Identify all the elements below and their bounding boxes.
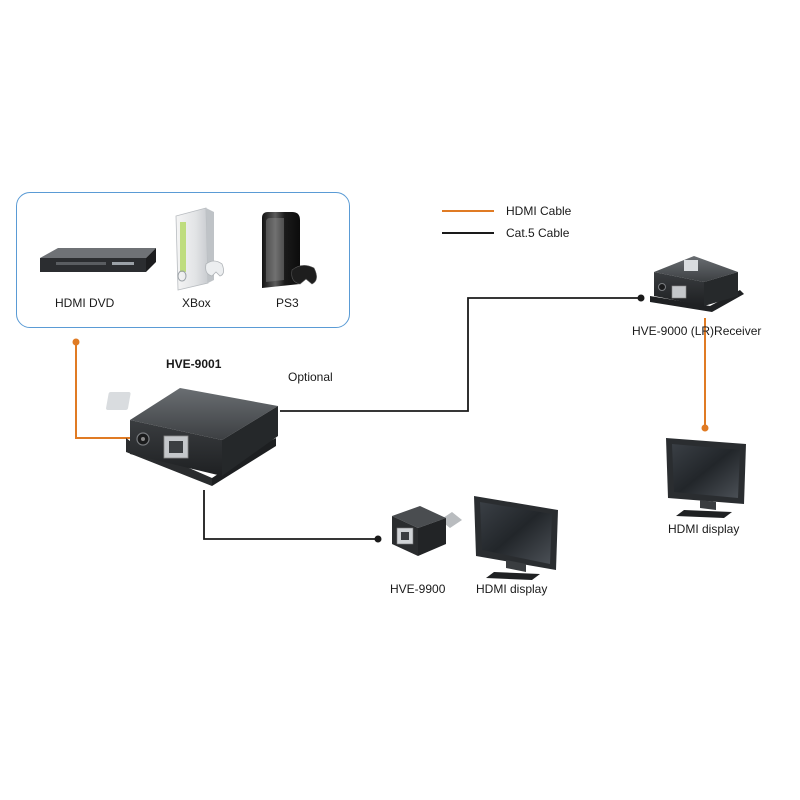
hve-9001-transmitter-icon [106, 388, 278, 486]
hdmi-dvd-label: HDMI DVD [55, 296, 115, 310]
hve-9900-adapter-icon [392, 506, 462, 556]
hve-9900-label: HVE-9900 [390, 582, 446, 596]
right-hdmi-display-label: HDMI display [668, 522, 740, 536]
ps3-label: PS3 [276, 296, 299, 310]
legend-hdmi-label: HDMI Cable [506, 204, 572, 218]
hdmi-cable-receiver-to-display [701, 318, 709, 432]
optional-label: Optional [288, 370, 333, 384]
hve-9001-label: HVE-9001 [166, 357, 222, 371]
hdmi-cable-source-to-transmitter [72, 338, 130, 439]
ps3-device-icon [262, 212, 317, 288]
bottom-hdmi-display-label: HDMI display [476, 582, 548, 596]
legend-cat5-label: Cat.5 Cable [506, 226, 570, 240]
bottom-hdmi-display-icon [474, 496, 558, 580]
hve-9000-receiver-label: HVE-9000 (LR)Receiver [632, 324, 762, 338]
xbox-label: XBox [182, 296, 211, 310]
hdmi-dvd-device-icon [40, 248, 156, 272]
source-devices-box [16, 192, 350, 328]
xbox-device-icon [175, 207, 224, 291]
hve-9000-receiver-icon [650, 256, 744, 312]
right-hdmi-display-icon [666, 438, 746, 518]
cat5-cable-transmitter-to-adapter [203, 490, 382, 543]
cat5-cable-transmitter-to-receiver [280, 294, 645, 412]
